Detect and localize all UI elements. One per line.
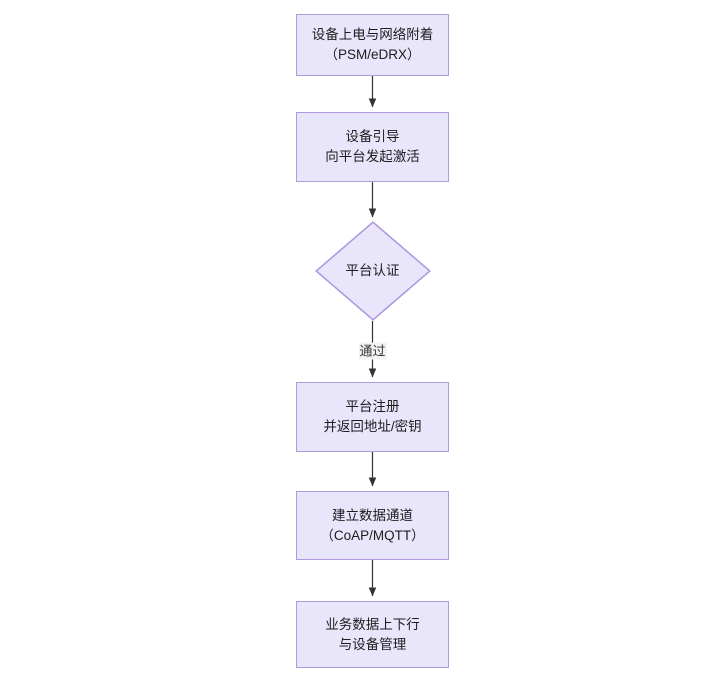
node-label-line1: 业务数据上下行 — [325, 616, 420, 632]
node-device-bootstrap[interactable]: 设备引导 向平台发起激活 — [296, 112, 449, 182]
node-label-line1: 平台注册 — [345, 399, 400, 414]
node-label-line1: 建立数据通道 — [332, 507, 413, 523]
node-label-line2: （CoAP/MQTT） — [320, 527, 425, 543]
node-label-line1: 设备上电与网络附着 — [311, 27, 434, 42]
node-label-line1: 设备引导 — [345, 129, 400, 144]
node-label-line2: 并返回地址/密钥 — [323, 419, 422, 434]
node-label-line2: 向平台发起激活 — [325, 149, 420, 164]
diamond-shape — [314, 221, 431, 321]
node-platform-registration[interactable]: 平台注册 并返回地址/密钥 — [296, 382, 449, 452]
edge-label-pass: 通过 — [358, 342, 387, 360]
node-label-line2: （PSM/eDRX） — [324, 47, 421, 62]
node-device-power-on[interactable]: 设备上电与网络附着 （PSM/eDRX） — [296, 14, 449, 76]
node-establish-data-channel[interactable]: 建立数据通道 （CoAP/MQTT） — [296, 491, 449, 560]
node-label-line2: 与设备管理 — [338, 636, 407, 652]
node-platform-authentication[interactable]: 平台认证 — [314, 221, 431, 321]
node-label-line1: 平台认证 — [345, 263, 400, 278]
node-business-data-and-device-management[interactable]: 业务数据上下行 与设备管理 — [296, 601, 449, 668]
